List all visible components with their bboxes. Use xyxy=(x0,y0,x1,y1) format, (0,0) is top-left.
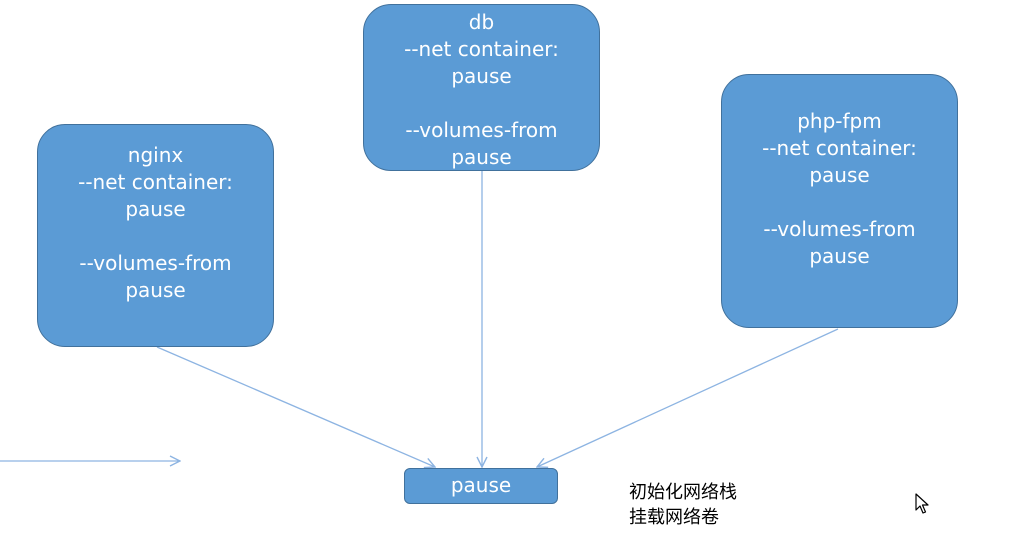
node-text: pause xyxy=(809,163,870,187)
node-text: pause xyxy=(451,64,512,88)
node-text xyxy=(722,189,957,216)
node-text: pause xyxy=(809,244,870,268)
arrow-php-fpm-to-pause xyxy=(537,328,839,467)
node-title: nginx xyxy=(127,143,184,167)
node-text: --volumes-from xyxy=(763,217,916,241)
node-text: pause xyxy=(125,197,186,221)
arrow-nginx-to-pause xyxy=(156,346,435,467)
note-init-network-stack: 初始化网络栈 xyxy=(629,482,737,503)
node-db: db --net container: pause --volumes-from… xyxy=(363,4,600,171)
node-text: --net container: xyxy=(404,37,559,61)
node-pause: pause xyxy=(404,468,558,504)
node-title: php-fpm xyxy=(797,109,882,133)
node-text: --net container: xyxy=(78,170,233,194)
node-php-fpm: php-fpm --net container: pause --volumes… xyxy=(721,74,958,328)
node-text: --volumes-from xyxy=(405,118,558,142)
note-mount-network-volume: 挂载网络卷 xyxy=(629,507,719,528)
node-text: --net container: xyxy=(762,136,917,160)
node-text xyxy=(38,223,273,250)
mouse-pointer-icon xyxy=(915,493,929,514)
node-text: --volumes-from xyxy=(79,251,232,275)
node-text: pause xyxy=(125,278,186,302)
node-text: pause xyxy=(451,145,512,169)
node-nginx: nginx --net container: pause --volumes-f… xyxy=(37,124,274,347)
node-text xyxy=(364,90,599,117)
node-title: db xyxy=(468,10,495,34)
